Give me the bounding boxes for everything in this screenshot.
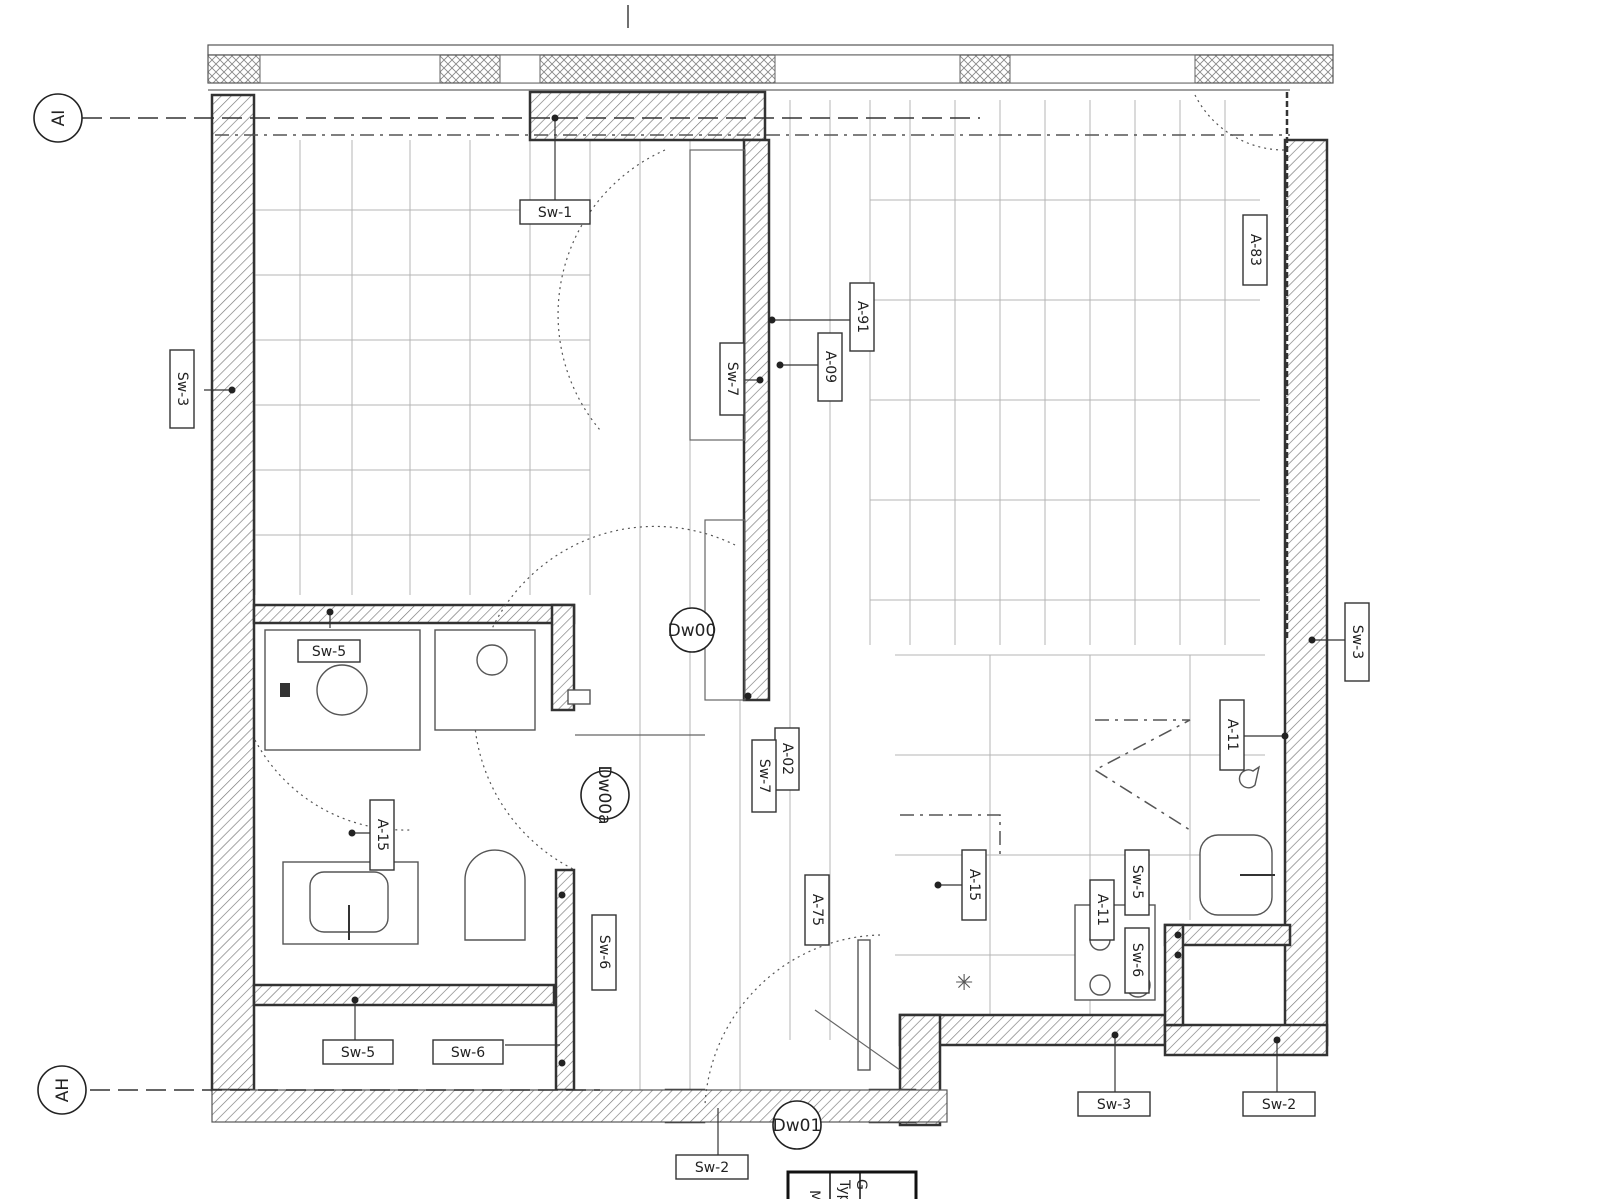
title-block-g: G bbox=[853, 1179, 869, 1190]
svg-text:Sw-3: Sw-3 bbox=[174, 372, 190, 406]
washing-machine bbox=[434, 629, 536, 731]
svg-text:A-11: A-11 bbox=[1224, 719, 1240, 751]
door-tag-dw00: Dw00 bbox=[668, 607, 717, 653]
svg-text:Sw-5: Sw-5 bbox=[1129, 865, 1145, 899]
wall-left bbox=[210, 93, 256, 1092]
wall-partition bbox=[742, 138, 771, 702]
door-tag-dw00a: Dw00a bbox=[580, 765, 630, 825]
wall-wc-left bbox=[1163, 923, 1185, 1027]
tag-a09: A-09 bbox=[817, 332, 843, 402]
top-facade-strip bbox=[207, 44, 1334, 91]
wall-top-block bbox=[528, 90, 767, 142]
right-room-fixtures: ✳ bbox=[814, 765, 1275, 1071]
svg-text:Sw-3: Sw-3 bbox=[1349, 625, 1365, 659]
title-block-typ: Typ bbox=[836, 1179, 852, 1199]
tag-sw1: Sw-1 bbox=[519, 199, 591, 225]
tag-sw5-bottom: Sw-5 bbox=[322, 1039, 394, 1065]
corridor-cabinet bbox=[575, 149, 746, 736]
shower-control-icon bbox=[280, 683, 290, 697]
grid-bubble-ai: AI bbox=[33, 93, 83, 143]
svg-text:A-02: A-02 bbox=[779, 743, 795, 775]
title-block-m: M bbox=[806, 1190, 822, 1199]
svg-text:A-11: A-11 bbox=[1094, 894, 1110, 926]
svg-text:Sw-7: Sw-7 bbox=[724, 362, 740, 396]
tag-sw3-bottom: Sw-3 bbox=[1077, 1091, 1151, 1117]
fan-icon: ✳ bbox=[955, 971, 973, 996]
tag-a11-upper: A-11 bbox=[1219, 699, 1245, 771]
svg-text:A-91: A-91 bbox=[854, 301, 870, 333]
door-swings bbox=[254, 94, 1286, 1106]
door-tag-dw01: Dw01 bbox=[772, 1100, 822, 1150]
door-label-dw01: Dw01 bbox=[773, 1116, 822, 1136]
tag-sw2-bottom: Sw-2 bbox=[675, 1154, 749, 1180]
tag-sw5-right: Sw-5 bbox=[1124, 849, 1150, 916]
svg-text:Sw-2: Sw-2 bbox=[1262, 1097, 1296, 1113]
door-label-dw00a: Dw00a bbox=[594, 765, 614, 824]
tag-a11-lower: A-11 bbox=[1089, 879, 1115, 941]
title-block: M Typ G bbox=[786, 1170, 918, 1199]
tag-sw7-upper: Sw-7 bbox=[719, 342, 745, 416]
washing-machine-drum-icon bbox=[476, 644, 508, 676]
tag-sw3-left: Sw-3 bbox=[169, 349, 195, 429]
tag-a91: A-91 bbox=[849, 282, 875, 352]
tag-sw5-bath: Sw-5 bbox=[297, 639, 361, 663]
bottom-facade-strip bbox=[211, 1089, 948, 1123]
svg-text:Sw-6: Sw-6 bbox=[1129, 943, 1145, 977]
svg-text:Sw-5: Sw-5 bbox=[312, 644, 346, 660]
tap-icon bbox=[1238, 765, 1261, 789]
svg-text:A-09: A-09 bbox=[822, 351, 838, 383]
shower-drain-icon bbox=[316, 664, 368, 716]
tag-a15-bath: A-15 bbox=[369, 799, 395, 871]
svg-text:A-75: A-75 bbox=[809, 894, 825, 926]
leaders bbox=[204, 114, 1345, 1158]
tag-sw6-right: Sw-6 bbox=[1124, 927, 1150, 994]
grid-bubble-ah: AH bbox=[37, 1065, 87, 1115]
svg-text:A-15: A-15 bbox=[966, 869, 982, 901]
svg-text:A-83: A-83 bbox=[1247, 234, 1263, 266]
svg-text:Sw-6: Sw-6 bbox=[596, 935, 612, 969]
svg-text:Sw-3: Sw-3 bbox=[1097, 1097, 1131, 1113]
tag-sw3-right: Sw-3 bbox=[1344, 602, 1370, 682]
grid-label-ah: AH bbox=[53, 1078, 73, 1102]
wall-bottom-far-right bbox=[1163, 1023, 1329, 1057]
svg-text:Sw-1: Sw-1 bbox=[538, 205, 572, 221]
tag-sw6-bottom: Sw-6 bbox=[432, 1039, 504, 1065]
svg-text:Sw-6: Sw-6 bbox=[451, 1045, 485, 1061]
bathroom-fixtures bbox=[264, 629, 591, 945]
tag-sw7-lower: Sw-7 bbox=[751, 739, 777, 813]
tag-sw2-right: Sw-2 bbox=[1242, 1091, 1316, 1117]
tag-sw6-corridor: Sw-6 bbox=[591, 914, 617, 991]
svg-text:Sw-7: Sw-7 bbox=[756, 759, 772, 793]
wall-bath-right-upper bbox=[550, 603, 576, 712]
overhead-dashed-lines bbox=[215, 92, 1290, 860]
tag-a02: A-02 bbox=[774, 727, 800, 791]
door-label-dw00: Dw00 bbox=[668, 621, 717, 641]
grid-label-ai: AI bbox=[49, 110, 69, 127]
wall-bath-top bbox=[252, 603, 576, 625]
svg-text:A-15: A-15 bbox=[374, 819, 390, 851]
toilet bbox=[464, 849, 526, 941]
svg-text:Sw-5: Sw-5 bbox=[341, 1045, 375, 1061]
tag-a83: A-83 bbox=[1242, 214, 1268, 286]
tag-a15-kitchen: A-15 bbox=[961, 849, 987, 921]
wall-right bbox=[1283, 138, 1329, 1047]
wall-bath-right-lower bbox=[554, 868, 576, 1092]
walls bbox=[210, 90, 1329, 1127]
svg-text:Sw-2: Sw-2 bbox=[695, 1160, 729, 1176]
floor-tiles-right bbox=[639, 100, 1265, 1090]
tag-a75: A-75 bbox=[804, 874, 830, 946]
wall-bath-bottom bbox=[252, 983, 556, 1007]
